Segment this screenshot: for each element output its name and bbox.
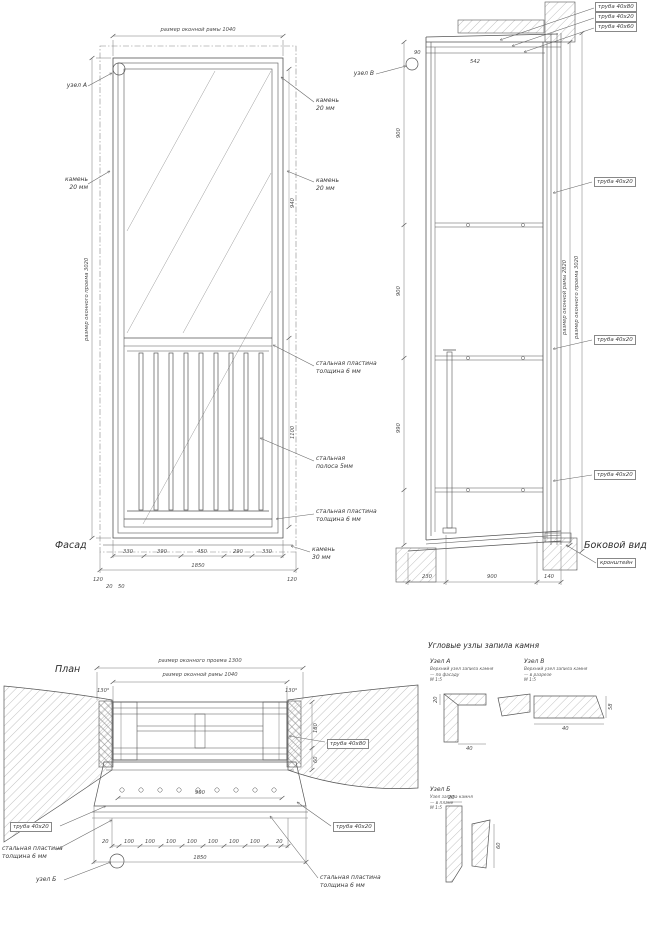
detail-dim-v-40: 40	[562, 726, 569, 732]
glass-hatch-lines	[126, 70, 272, 525]
facade-dim-seg-3: 450	[197, 549, 207, 555]
facade-stone20-right-mid-label: камень 20 мм	[316, 177, 339, 192]
facade-dim-seg-1: 330	[123, 549, 133, 555]
side-view-title: Боковой вид	[584, 540, 647, 551]
plan-dim-60: 60	[313, 756, 319, 764]
side-node-v-label: узел В	[353, 70, 374, 77]
facade-dim-seg-2: 390	[157, 549, 167, 555]
facade-leaders	[87, 72, 315, 553]
bracket-shape	[544, 532, 572, 543]
plan-pipe-40x80-label: труба 40х80	[327, 739, 369, 750]
plan-dim-bottom-1: 20	[102, 839, 109, 845]
side-view-dimensions	[375, 7, 597, 585]
side-leaders	[375, 7, 597, 564]
plan-dim-bottom-8: 100	[250, 839, 260, 845]
plan-leaders	[55, 736, 332, 881]
side-pipe-40x20-3-label: труба 40х20	[594, 470, 636, 481]
facade-steel-plate-upper-label: стальная пластина толщина 6 мм	[316, 360, 377, 375]
detail-dim-b-60: 60	[496, 842, 502, 850]
side-pipe-40x20-1-label: труба 40х20	[594, 177, 636, 188]
plan-drawing	[3, 684, 419, 869]
plan-dim-bottom-3: 100	[145, 839, 155, 845]
side-dim-seg-1: 900	[396, 128, 402, 138]
facade-dim-120-right: 120	[287, 577, 297, 583]
facade-dim-940: 940	[290, 198, 296, 208]
facade-stone20-left-label: камень 20 мм	[65, 176, 88, 191]
facade-drawing	[99, 45, 297, 553]
plan-dim-180: 180	[313, 723, 319, 733]
railing-bars	[138, 352, 264, 511]
side-dim-bottom-1: 230	[422, 574, 432, 580]
sill-anchor-circles	[119, 787, 277, 793]
side-bracket-label: кронштейн	[597, 558, 636, 569]
side-dim-bottom-2: 900	[487, 574, 497, 580]
detail-nodes-drawing	[439, 693, 607, 883]
facade-node-a-label: узел А	[66, 82, 87, 89]
side-dim-90: 90	[414, 50, 421, 56]
facade-steel-strip-label: стальная полоса 5мм	[316, 455, 353, 470]
plan-dim-frame-width: размер оконной рамы 1040	[162, 672, 238, 678]
facade-dim-total: 1850	[191, 563, 205, 569]
facade-title: Фасад	[55, 540, 87, 551]
detail-node-v-caption: Верхний узел запила камня — в разрезе М …	[524, 667, 588, 684]
side-dim-bottom-3: 140	[544, 574, 554, 580]
plan-angle-left: 130°	[97, 688, 110, 694]
side-pipe-40x60-label: труба 40х60	[595, 22, 637, 33]
facade-dimensions	[87, 33, 315, 573]
side-transoms	[435, 222, 543, 493]
plan-pipe-40x20-left-label: труба 40х20	[10, 822, 52, 833]
plan-node-b-label: узел Б	[36, 876, 57, 883]
plan-steel-plate-left-label: стальная пластина толщина 6 мм	[2, 845, 63, 860]
detail-dim-b-20: 20	[448, 795, 455, 801]
side-pipe-40x20-top-label: труба 40х20	[595, 12, 637, 23]
plan-dim-total: 1850	[193, 855, 207, 861]
node-v-marker	[405, 57, 419, 71]
plan-title: План	[55, 664, 81, 675]
detail-node-v-title: Узел В	[524, 658, 545, 665]
plan-dim-bottom-7: 100	[229, 839, 239, 845]
node-a-marker	[112, 62, 126, 76]
side-dim-seg-2: 900	[396, 286, 402, 296]
side-pipe-40x20-2-label: труба 40х20	[594, 335, 636, 346]
plan-dim-opening-width: размер оконного проема 1300	[158, 658, 242, 664]
detail-node-a-caption: Верхний узел запила камня — по фасаду М …	[430, 667, 494, 684]
side-dim-frame-height: размер оконной рамы 2820	[562, 259, 568, 335]
plan-dim-bottom-9: 20	[276, 839, 283, 845]
plan-dimensions	[55, 665, 332, 881]
plan-dim-bottom-6: 100	[208, 839, 218, 845]
detail-dim-a-40: 40	[466, 746, 473, 752]
detail-node-a-title: Узел А	[430, 658, 451, 665]
facade-steel-plate-lower-label: стальная пластина толщина 6 мм	[316, 508, 377, 523]
detail-node-b-caption: Узел запила камня — в плане М 1:5	[430, 795, 473, 812]
details-title: Угловые узлы запила камня	[428, 641, 540, 650]
detail-dim-v-58: 58	[608, 703, 614, 711]
detail-dim-a-20: 20	[433, 696, 439, 704]
side-dim-542: 542	[470, 59, 480, 65]
facade-dim-opening-height: размер оконного проема 3020	[84, 257, 90, 341]
facade-stone30-label: камень 30 мм	[312, 546, 335, 561]
detail-node-b-title: Узел Б	[430, 786, 451, 793]
plan-dim-990: 990	[195, 790, 205, 796]
side-dim-opening-height: размер оконного проема 3020	[574, 255, 580, 339]
side-dim-seg-3: 990	[396, 423, 402, 433]
node-b-marker	[109, 853, 125, 869]
side-view-drawing	[395, 1, 578, 583]
facade-dim-seg-5: 330	[262, 549, 272, 555]
facade-dim-120-left: 120	[93, 577, 103, 583]
plan-dim-bottom-2: 100	[124, 839, 134, 845]
plan-dim-bottom-5: 100	[187, 839, 197, 845]
side-pipe-40x80-label: труба 40х80	[595, 2, 637, 13]
facade-dim-seg-4: 290	[233, 549, 243, 555]
facade-stone20-right-top-label: камень 20 мм	[316, 97, 339, 112]
plan-pipe-40x20-right-label: труба 40х20	[333, 822, 375, 833]
facade-dim-1100: 1100	[290, 425, 296, 439]
plan-steel-plate-right-label: стальная пластина толщина 6 мм	[320, 874, 381, 889]
facade-dim-20: 20	[106, 584, 113, 590]
plan-angle-right: 130°	[285, 688, 298, 694]
facade-dim-frame-width: размер оконной рамы 1040	[160, 27, 236, 33]
plan-dim-bottom-4: 100	[166, 839, 176, 845]
facade-dim-50: 50	[118, 584, 125, 590]
